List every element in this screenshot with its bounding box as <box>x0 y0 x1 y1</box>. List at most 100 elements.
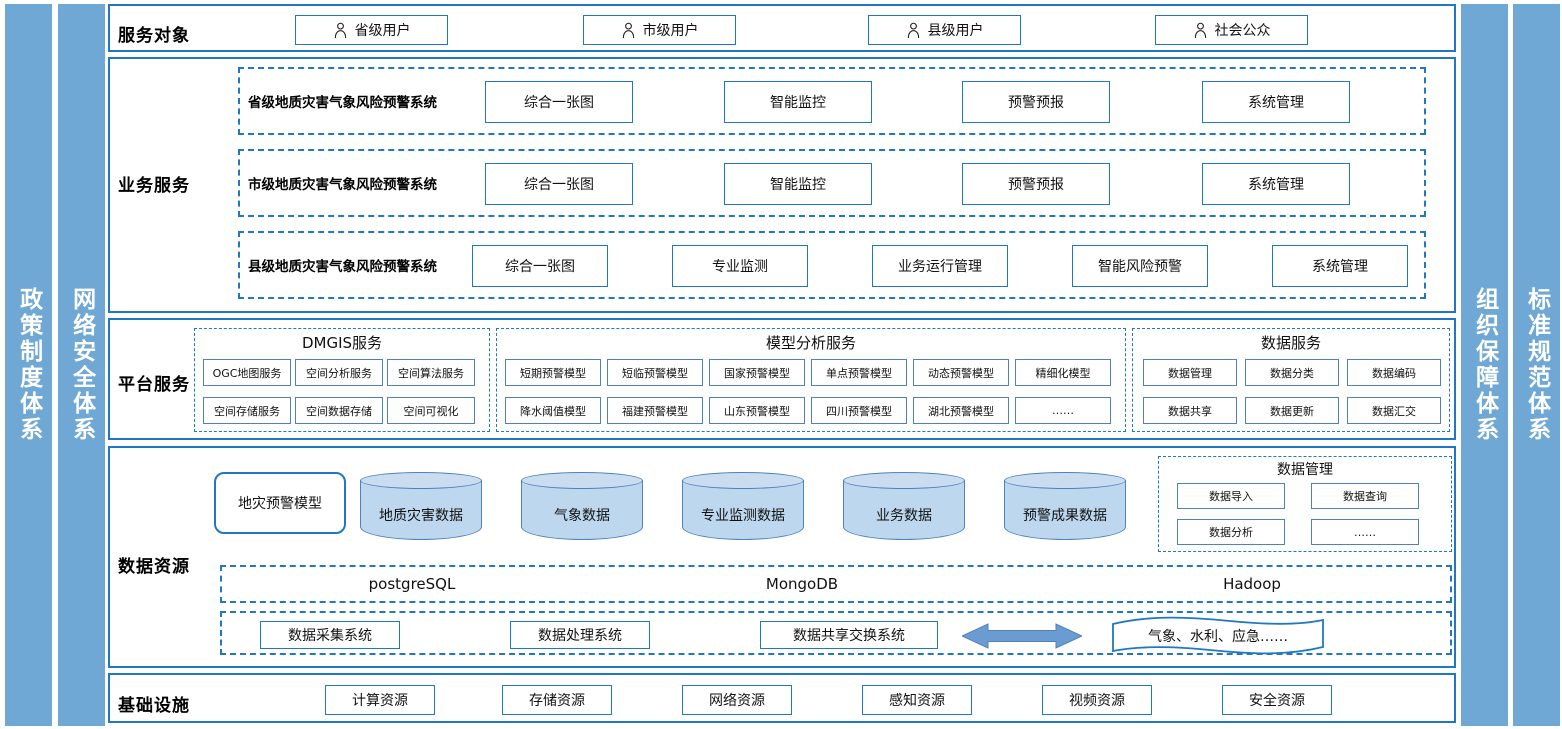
exchange-system-processing[interactable]: 数据处理系统 <box>510 621 650 649</box>
platform-service-cell[interactable]: 空间可视化 <box>387 397 475 424</box>
cylinder-body <box>1004 480 1126 540</box>
cylinder-label: 业务数据 <box>876 508 932 524</box>
platform-service-cell[interactable]: 空间存储服务 <box>203 397 291 424</box>
user-chip-provincial[interactable]: 省级用户 <box>295 15 448 45</box>
person-icon <box>1194 22 1206 38</box>
cylinder-top <box>843 472 965 489</box>
database-hadoop[interactable]: Hadoop <box>1223 575 1281 593</box>
platform-service-cell[interactable]: 短临预警模型 <box>607 359 703 386</box>
module-button[interactable]: 综合一张图 <box>485 81 633 123</box>
cylinder-label: 预警成果数据 <box>1023 508 1107 524</box>
platform-service-cell[interactable]: 空间分析服务 <box>295 359 383 386</box>
platform-group-data-services: 数据服务 数据管理 数据分类 数据编码 数据共享 数据更新 数据汇交 <box>1132 328 1450 432</box>
infra-item-security[interactable]: 安全资源 <box>1222 685 1332 715</box>
module-button[interactable]: 智能监控 <box>724 163 872 205</box>
sidebar-policy-system: 政策制度体系 <box>5 4 52 726</box>
data-cylinder-business[interactable]: 业务数据 <box>843 472 965 540</box>
module-button[interactable]: 业务运行管理 <box>872 245 1008 287</box>
data-management-item[interactable]: 数据分析 <box>1177 519 1285 545</box>
infra-item-sensing[interactable]: 感知资源 <box>862 685 972 715</box>
platform-service-cell[interactable]: 湖北预警模型 <box>913 397 1009 424</box>
platform-group-title: 模型分析服务 <box>765 334 856 352</box>
data-management-group: 数据管理 数据导入 数据查询 数据分析 …… <box>1158 456 1452 552</box>
sidebar-label-policy: 政策制度体系 <box>15 287 42 443</box>
platform-service-cell[interactable]: 数据分类 <box>1245 359 1339 386</box>
data-management-item[interactable]: 数据导入 <box>1177 483 1285 509</box>
layer-platform-services: 平台服务 DMGIS服务 OGC地图服务 空间分析服务 空间算法服务 空间存储服… <box>108 318 1456 440</box>
platform-service-cell[interactable]: 空间数据存储 <box>295 397 383 424</box>
business-row-provincial: 省级地质灾害气象风险预警系统 综合一张图 智能监控 预警预报 系统管理 <box>238 67 1426 135</box>
layer-label-business-services: 业务服务 <box>118 176 190 196</box>
cylinder-body <box>682 480 804 540</box>
layer-label-platform-services: 平台服务 <box>118 375 190 395</box>
module-button[interactable]: 系统管理 <box>1202 163 1350 205</box>
double-arrow-icon <box>960 623 1084 649</box>
platform-service-cell[interactable]: 数据汇交 <box>1347 397 1441 424</box>
user-chip-municipal[interactable]: 市级用户 <box>583 15 736 45</box>
platform-service-cell[interactable]: 数据更新 <box>1245 397 1339 424</box>
layer-service-objects: 服务对象 省级用户 市级用户 县级用户 <box>108 4 1456 52</box>
infra-item-video[interactable]: 视频资源 <box>1042 685 1152 715</box>
platform-service-cell[interactable]: 数据编码 <box>1347 359 1441 386</box>
database-postgresql[interactable]: postgreSQL <box>368 575 456 593</box>
data-management-item[interactable]: 数据查询 <box>1311 483 1419 509</box>
platform-service-cell[interactable]: 国家预警模型 <box>709 359 805 386</box>
cylinder-top <box>360 472 482 489</box>
user-chip-county[interactable]: 县级用户 <box>868 15 1021 45</box>
business-row-municipal: 市级地质灾害气象风险预警系统 综合一张图 智能监控 预警预报 系统管理 <box>238 149 1426 217</box>
external-departments-wave[interactable]: 气象、水利、应急…… <box>1110 616 1326 656</box>
data-exchange-strip: 数据采集系统 数据处理系统 数据共享交换系统 气象、水利、应急…… <box>220 611 1452 655</box>
platform-service-cell[interactable]: 动态预警模型 <box>913 359 1009 386</box>
database-strip: postgreSQL MongoDB Hadoop <box>220 565 1452 603</box>
sidebar-organization-guarantee: 组织保障体系 <box>1461 4 1508 726</box>
data-management-title: 数据管理 <box>1277 462 1333 478</box>
data-management-item[interactable]: …… <box>1311 519 1419 545</box>
platform-service-cell[interactable]: 精细化模型 <box>1015 359 1111 386</box>
platform-service-cell[interactable]: …… <box>1015 397 1111 424</box>
module-button[interactable]: 系统管理 <box>1272 245 1408 287</box>
data-cylinder-warning-results[interactable]: 预警成果数据 <box>1004 472 1126 540</box>
exchange-system-collection[interactable]: 数据采集系统 <box>260 621 400 649</box>
platform-service-cell[interactable]: 数据共享 <box>1143 397 1237 424</box>
sidebar-label-standard: 标准规范体系 <box>1523 287 1550 443</box>
model-box-dizai-warning[interactable]: 地灾预警模型 <box>214 472 346 534</box>
platform-service-cell[interactable]: 山东预警模型 <box>709 397 805 424</box>
person-icon <box>334 22 346 38</box>
module-button[interactable]: 预警预报 <box>962 81 1110 123</box>
exchange-system-sharing[interactable]: 数据共享交换系统 <box>760 621 938 649</box>
infra-item-compute[interactable]: 计算资源 <box>325 685 435 715</box>
layer-infrastructure: 基础设施 计算资源 存储资源 网络资源 感知资源 视频资源 安全资源 <box>108 673 1456 723</box>
layer-business-services: 业务服务 省级地质灾害气象风险预警系统 综合一张图 智能监控 预警预报 系统管理… <box>108 57 1456 313</box>
platform-service-cell[interactable]: 降水阈值模型 <box>505 397 601 424</box>
user-chip-label: 市级用户 <box>642 23 699 39</box>
module-button[interactable]: 智能风险预警 <box>1072 245 1208 287</box>
cylinder-body <box>843 480 965 540</box>
platform-service-cell[interactable]: 福建预警模型 <box>607 397 703 424</box>
module-button[interactable]: 综合一张图 <box>472 245 608 287</box>
module-button[interactable]: 系统管理 <box>1202 81 1350 123</box>
cylinder-body <box>360 480 482 540</box>
layer-label-data-resources: 数据资源 <box>118 557 190 577</box>
module-button[interactable]: 智能监控 <box>724 81 872 123</box>
sidebar-network-security: 网络安全体系 <box>58 4 105 726</box>
infra-item-storage[interactable]: 存储资源 <box>502 685 612 715</box>
platform-service-cell[interactable]: 数据管理 <box>1143 359 1237 386</box>
business-row-county: 县级地质灾害气象风险预警系统 综合一张图 专业监测 业务运行管理 智能风险预警 … <box>238 231 1426 299</box>
data-cylinder-geohazard[interactable]: 地质灾害数据 <box>360 472 482 540</box>
user-chip-public[interactable]: 社会公众 <box>1155 15 1308 45</box>
module-button[interactable]: 预警预报 <box>962 163 1110 205</box>
infra-item-network[interactable]: 网络资源 <box>682 685 792 715</box>
data-cylinder-professional-monitoring[interactable]: 专业监测数据 <box>682 472 804 540</box>
platform-service-cell[interactable]: 短期预警模型 <box>505 359 601 386</box>
person-icon <box>907 22 919 38</box>
module-button[interactable]: 专业监测 <box>672 245 808 287</box>
user-chip-label: 县级用户 <box>927 23 984 39</box>
database-mongodb[interactable]: MongoDB <box>765 575 839 593</box>
cylinder-body <box>521 480 643 540</box>
platform-service-cell[interactable]: 单点预警模型 <box>811 359 907 386</box>
data-cylinder-meteorological[interactable]: 气象数据 <box>521 472 643 540</box>
platform-service-cell[interactable]: 四川预警模型 <box>811 397 907 424</box>
platform-service-cell[interactable]: 空间算法服务 <box>387 359 475 386</box>
module-button[interactable]: 综合一张图 <box>485 163 633 205</box>
platform-service-cell[interactable]: OGC地图服务 <box>203 359 291 386</box>
